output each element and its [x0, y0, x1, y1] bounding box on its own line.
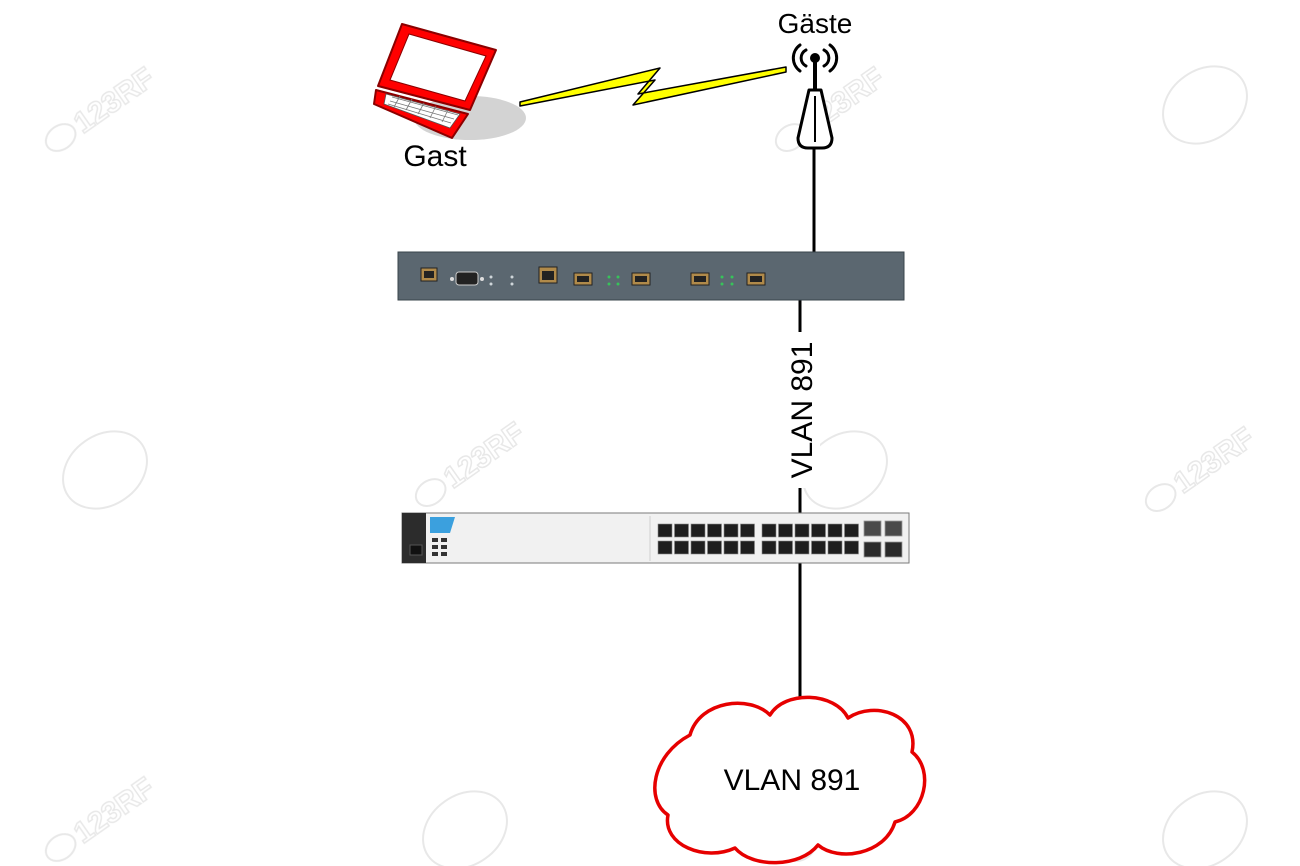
- router-sfp-port: [631, 272, 651, 286]
- watermark-text: 123RF: [438, 416, 531, 495]
- vlan-cloud: VLAN 891: [653, 695, 927, 865]
- switch-ethernet-port: [761, 540, 777, 555]
- router-sfp-port: [690, 272, 710, 286]
- links: [519, 66, 816, 708]
- watermark-logo: 123RF: [1144, 421, 1261, 512]
- switch-ethernet-port: [657, 540, 673, 555]
- switch-ethernet-port: [844, 540, 859, 555]
- wifi-signal-icon: [791, 43, 839, 73]
- switch-ethernet-port: [723, 523, 739, 538]
- cloud-label: VLAN 891: [724, 764, 861, 797]
- switch-ethernet-port: [811, 540, 826, 555]
- switch-ethernet-port: [740, 540, 755, 555]
- wifi-access-point: Gäste: [778, 8, 853, 150]
- watermark-logo: 123RF: [44, 61, 161, 152]
- router-chassis: [397, 251, 905, 301]
- switch-ethernet-port: [674, 523, 689, 538]
- router-sfp-port: [573, 272, 593, 286]
- router-console-port: [420, 267, 438, 282]
- watermark-logo: [422, 790, 508, 866]
- switch-ethernet-port: [827, 540, 843, 555]
- switch-ethernet-port: [674, 540, 689, 555]
- switch-chassis: [401, 512, 910, 564]
- watermark-text: 123RF: [68, 61, 161, 140]
- laptop-label: Gast: [403, 140, 467, 173]
- switch-uplink-port: [884, 520, 903, 537]
- switch-ethernet-port: [794, 523, 810, 538]
- network-switch: [401, 512, 910, 564]
- switch-ethernet-port: [778, 523, 793, 538]
- trunk-label-group: VLAN 891: [786, 332, 820, 488]
- trunk-vlan-label: VLAN 891: [786, 342, 819, 479]
- watermark-text: 123RF: [1168, 421, 1261, 500]
- switch-ethernet-port: [707, 540, 722, 555]
- switch-uplink-port: [863, 541, 882, 558]
- switch-uplink-port: [884, 541, 903, 558]
- access-point-label: Gäste: [778, 8, 853, 39]
- switch-uplink-port: [863, 520, 882, 537]
- watermark-text: 123RF: [68, 771, 161, 850]
- switch-ethernet-port: [690, 540, 706, 555]
- watermark-logo: [1162, 65, 1248, 145]
- switch-port-bank: [657, 523, 859, 555]
- switch-uplink-bank: [863, 520, 903, 558]
- router-sfp-port: [746, 272, 766, 286]
- watermark-logo: [802, 430, 888, 510]
- switch-ethernet-port: [657, 523, 673, 538]
- router-serial-port: [450, 271, 484, 286]
- watermark-logo: 123RF: [44, 771, 161, 862]
- switch-logo-accent: [430, 517, 455, 533]
- watermark-logo: [62, 430, 148, 510]
- router-ethernet-port: [538, 266, 558, 284]
- switch-ethernet-port: [761, 523, 777, 538]
- cloud-shape: [653, 695, 927, 865]
- switch-ethernet-port: [794, 540, 810, 555]
- switch-ethernet-port: [827, 523, 843, 538]
- switch-ethernet-port: [740, 523, 755, 538]
- switch-ethernet-port: [811, 523, 826, 538]
- switch-ethernet-port: [707, 523, 722, 538]
- switch-ethernet-port: [723, 540, 739, 555]
- switch-ethernet-port: [690, 523, 706, 538]
- router: [397, 251, 905, 301]
- switch-ethernet-port: [778, 540, 793, 555]
- switch-ethernet-port: [844, 523, 859, 538]
- watermark-logo: 123RF: [414, 416, 531, 507]
- watermark-logo: [1162, 790, 1248, 866]
- watermarks: 123RF 123RF 123RF 123RF 123RF 123R: [44, 61, 1261, 866]
- guest-laptop: Gast: [373, 23, 526, 173]
- wireless-link: [519, 66, 787, 107]
